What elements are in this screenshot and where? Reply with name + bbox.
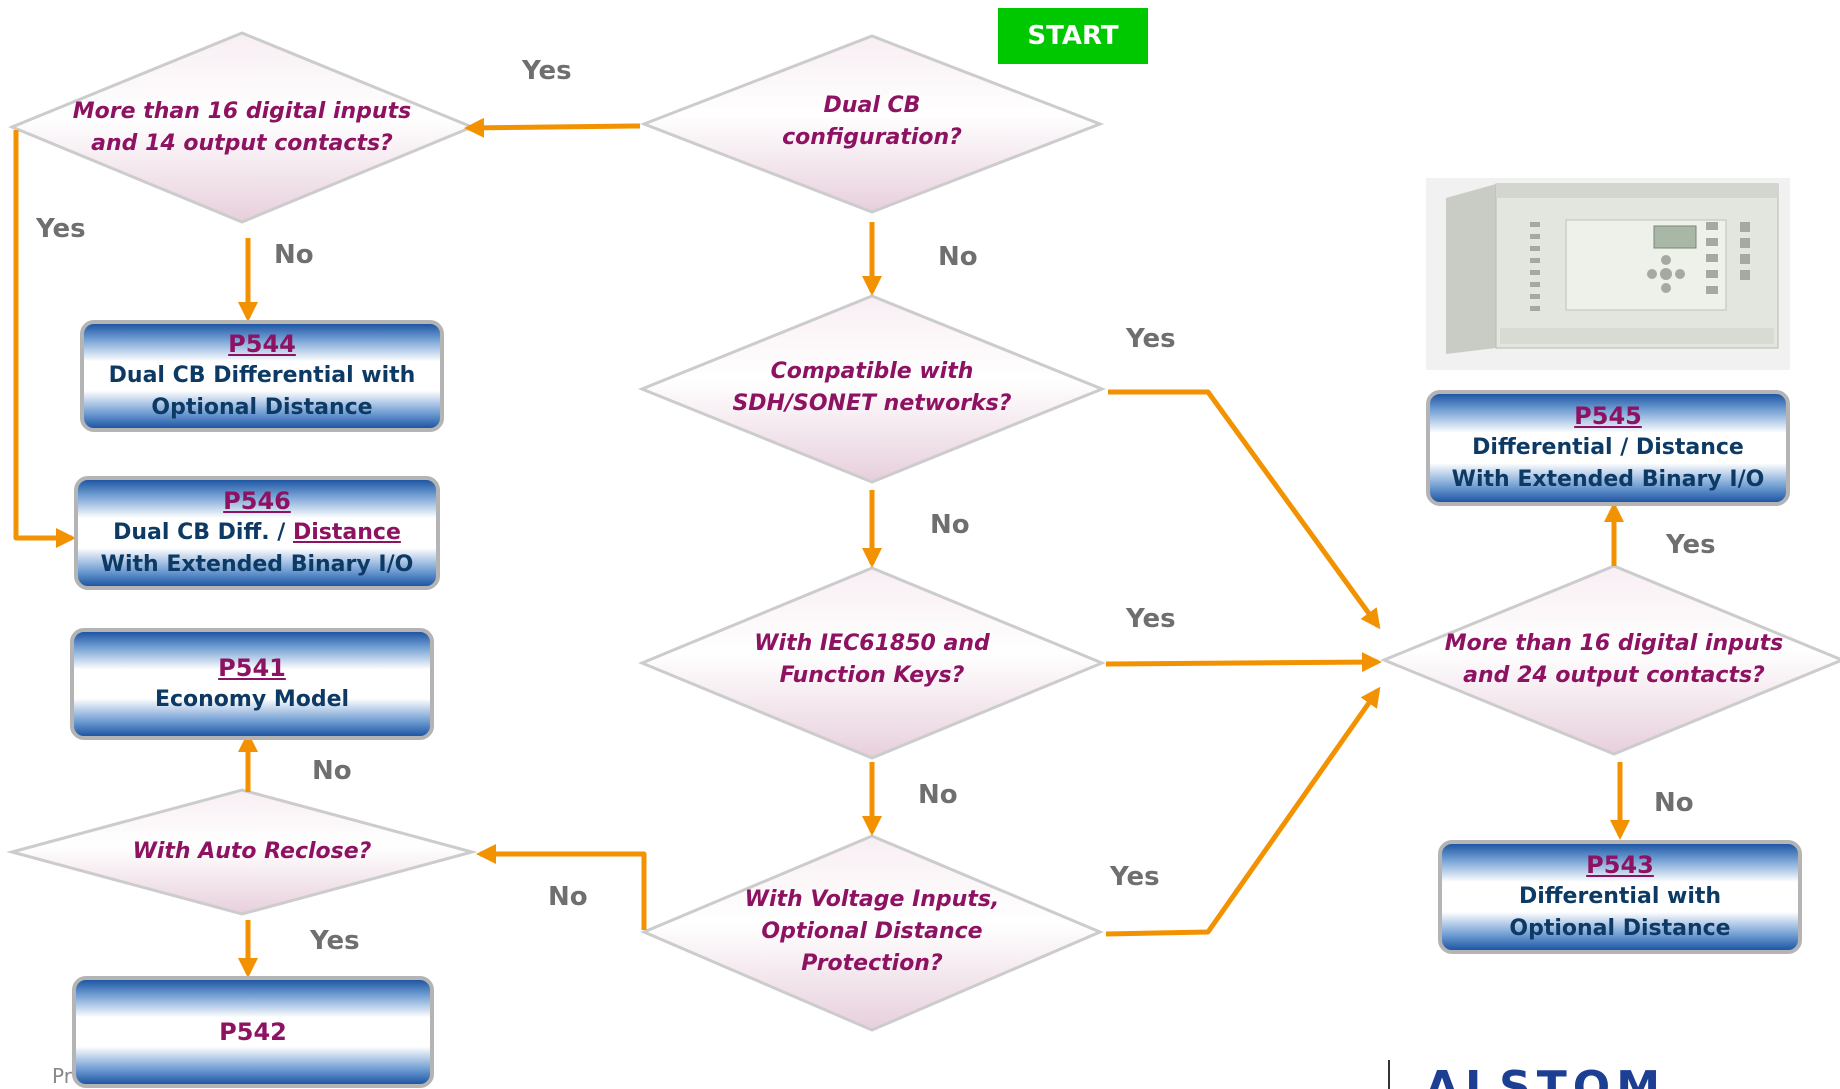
product-code-p546: P546 [223, 487, 291, 515]
start-box: START [998, 8, 1148, 64]
label-no-iec: No [918, 780, 958, 810]
decision-sdh: Compatible with SDH/SONET networks? [712, 356, 1032, 420]
decision-dual-cb-line2: configuration? [782, 125, 962, 150]
decision-iec-line1: With IEC61850 and [754, 631, 990, 656]
decision-voltage-line1: With Voltage Inputs, [744, 887, 1000, 912]
label-yes-more16-14: Yes [36, 214, 86, 244]
label-yes-voltage: Yes [1110, 862, 1160, 892]
label-yes-dualcb: Yes [522, 56, 572, 86]
decision-more16-24-line1: More than 16 digital inputs [1444, 631, 1784, 656]
arrow-voltage-yes [1105, 686, 1381, 937]
arrow-sdh-yes [1108, 389, 1381, 630]
label-no-more16-14: No [274, 240, 314, 270]
product-desc-line: Economy Model [154, 687, 350, 712]
product-desc-line: Optional Distance [1509, 916, 1731, 941]
decision-more16-24: More than 16 digital inputs and 24 outpu… [1424, 628, 1804, 692]
distance-link: Distance [293, 520, 401, 545]
label-no-sdh: No [930, 510, 970, 540]
label-no-dualcb: No [938, 242, 978, 272]
decision-sdh-line2: SDH/SONET networks? [732, 391, 1012, 416]
product-desc-text: Dual CB Diff. / [113, 520, 293, 545]
decision-voltage: With Voltage Inputs, Optional Distance P… [712, 884, 1032, 980]
decision-dual-cb-line1: Dual CB [823, 93, 921, 118]
decision-dual-cb-shape [639, 34, 1105, 214]
decision-sdh-shape [637, 294, 1107, 484]
product-desc-line: Optional Distance [151, 395, 373, 420]
product-box-p544: P544 Dual CB Differential with Optional … [80, 320, 444, 432]
product-desc-line: Differential / Distance [1472, 435, 1744, 460]
product-desc-line: Dual CB Differential with [108, 363, 416, 388]
decision-iec: With IEC61850 and Function Keys? [712, 628, 1032, 692]
product-box-p545: P545 Differential / Distance With Extend… [1426, 390, 1790, 506]
product-box-p543: P543 Differential with Optional Distance [1438, 840, 1802, 954]
decision-iec-shape [638, 566, 1106, 760]
product-desc-line: With Extended Binary I/O [1451, 467, 1765, 492]
relay-device-image [1426, 178, 1790, 370]
decision-auto-reclose-shape [6, 788, 478, 916]
product-box-p546: P546 Dual CB Diff. / Distance With Exten… [74, 476, 440, 590]
decision-more16-24-shape [1380, 564, 1840, 756]
decision-voltage-line3: Protection? [801, 951, 943, 976]
product-code-p542: P542 [219, 1018, 287, 1046]
label-no-voltage: No [548, 882, 588, 912]
arrow-dualcb-yes [464, 117, 641, 138]
product-code-p541: P541 [218, 654, 286, 682]
product-box-p541: P541 Economy Model [70, 628, 434, 740]
product-code-p544: P544 [228, 330, 296, 358]
label-yes-sdh: Yes [1126, 324, 1176, 354]
decision-more16-14-line1: More than 16 digital inputs [72, 99, 412, 124]
label-yes-more16-24: Yes [1666, 530, 1716, 560]
alstom-logo: ALSTOM [1388, 1060, 1666, 1089]
svg-text:ALSTOM: ALSTOM [1425, 1062, 1666, 1089]
product-code-p543: P543 [1586, 851, 1654, 879]
decision-more16-14: More than 16 digital inputs and 14 outpu… [52, 96, 432, 160]
label-yes-autoreclose: Yes [310, 926, 360, 956]
footer-text: Pr [52, 1064, 72, 1088]
decision-more16-14-line2: and 14 output contacts? [91, 131, 393, 156]
product-box-p542: P542 [72, 976, 434, 1088]
arrow-voltage-no [476, 844, 647, 930]
product-desc-line: Differential with [1518, 884, 1722, 909]
decision-voltage-line2: Optional Distance [761, 919, 983, 944]
label-no-more16-24: No [1654, 788, 1694, 818]
product-code-p545: P545 [1574, 402, 1642, 430]
decision-iec-line2: Function Keys? [779, 663, 965, 688]
decision-dual-cb: Dual CB configuration? [722, 90, 1022, 154]
product-desc-line: With Extended Binary I/O [100, 552, 414, 577]
product-desc-line: Dual CB Diff. / Distance [113, 517, 401, 549]
label-no-autoreclose: No [312, 756, 352, 786]
decision-voltage-shape [640, 834, 1104, 1032]
decision-auto-reclose-line1: With Auto Reclose? [132, 839, 372, 864]
arrow-more16-14-yes [13, 130, 76, 548]
decision-auto-reclose: With Auto Reclose? [92, 836, 412, 868]
label-yes-iec: Yes [1126, 604, 1176, 634]
arrow-iec-yes [1105, 652, 1382, 673]
decision-more16-24-line2: and 24 output contacts? [1463, 663, 1765, 688]
decision-sdh-line1: Compatible with [770, 359, 974, 384]
